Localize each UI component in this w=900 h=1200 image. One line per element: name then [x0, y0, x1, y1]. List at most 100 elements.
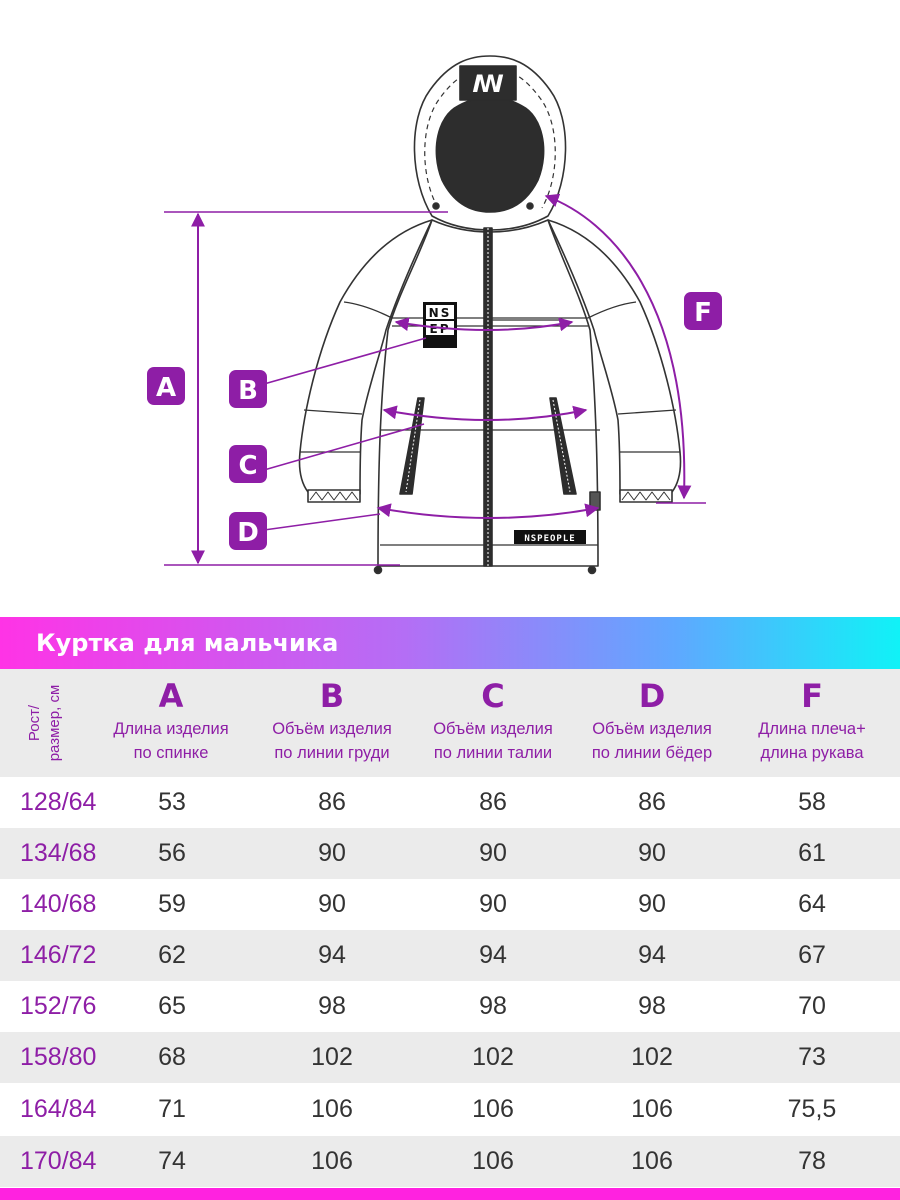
value-f-cell: 73 [798, 1043, 826, 1071]
value-f-cell: 70 [798, 992, 826, 1020]
table-row: 158/80 68 102 102 102 73 [0, 1032, 900, 1083]
value-c-cell: 90 [479, 890, 507, 918]
size-cell: 140/68 [20, 890, 97, 918]
size-cell: 134/68 [20, 839, 97, 867]
value-b-cell: 98 [318, 992, 346, 1020]
chest-patch: NS EP [423, 302, 457, 348]
measurement-lines [164, 193, 706, 566]
badge-c: C [229, 445, 267, 483]
column-letter: A [158, 677, 184, 715]
badge-b: B [229, 370, 267, 408]
badge-f: F [684, 292, 722, 330]
footer-stripe [0, 1188, 900, 1200]
value-f-cell: 58 [798, 788, 826, 816]
value-b-cell: 90 [318, 890, 346, 918]
badge-a: A [147, 367, 185, 405]
svg-text:A: A [156, 373, 176, 403]
title-banner: Куртка для мальчика [0, 617, 900, 669]
measure-f-line [544, 193, 692, 500]
hood-lining [435, 96, 545, 213]
value-f-cell: 67 [798, 941, 826, 969]
value-d-cell: 90 [638, 839, 666, 867]
column-header-a: A Длина изделия по спинке [86, 675, 256, 765]
column-desc-line1: Объём изделия [272, 720, 392, 738]
value-f-cell: 78 [798, 1147, 826, 1175]
column-letter: B [319, 677, 345, 715]
hood-top-stripe [459, 65, 517, 101]
value-f-cell: 61 [798, 839, 826, 867]
jacket-drawing: ꟿ [298, 55, 682, 575]
size-header-line2: размер, см [46, 684, 63, 762]
value-c-cell: 90 [479, 839, 507, 867]
measure-d-line [376, 503, 600, 519]
column-desc-line2: по линии груди [274, 744, 390, 762]
brand-tag-text: NSPEOPLE [524, 534, 575, 544]
column-desc-line1: Объём изделия [592, 720, 712, 738]
column-desc-line2: по линии талии [433, 744, 553, 762]
chest-patch-top: NS [429, 306, 452, 320]
value-a-cell: 65 [158, 992, 186, 1020]
value-b-cell: 94 [318, 941, 346, 969]
value-c-cell: 94 [479, 941, 507, 969]
size-cell: 170/84 [20, 1147, 97, 1175]
svg-text:D: D [237, 518, 259, 548]
table-row: 140/68 59 90 90 90 64 [0, 879, 900, 930]
value-d-cell: 94 [638, 941, 666, 969]
value-c-cell: 102 [472, 1043, 514, 1071]
jacket-diagram: ꟿ [147, 55, 722, 575]
svg-text:C: C [238, 451, 257, 481]
value-a-cell: 62 [158, 941, 186, 969]
column-desc-line2: по спинке [133, 744, 209, 762]
value-a-cell: 56 [158, 839, 186, 867]
value-f-cell: 75,5 [787, 1095, 837, 1123]
value-a-cell: 53 [158, 788, 186, 816]
value-c-cell: 106 [472, 1095, 514, 1123]
value-a-cell: 68 [158, 1043, 186, 1071]
size-cell: 146/72 [20, 941, 97, 969]
hood-logo-mark: ꟿ [472, 70, 504, 98]
table-row: 146/72 62 94 94 94 67 [0, 930, 900, 981]
column-desc-line1: Длина изделия [113, 720, 229, 738]
badge-d: D [229, 512, 267, 550]
column-desc-line1: Объём изделия [433, 720, 553, 738]
column-header-c: C Объём изделия по линии талии [408, 675, 578, 765]
brand-tag: NSPEOPLE [514, 530, 586, 544]
size-cell: 158/80 [20, 1043, 97, 1071]
svg-text:B: B [238, 376, 258, 406]
value-d-cell: 86 [638, 788, 666, 816]
size-cell: 152/76 [20, 992, 97, 1020]
value-d-cell: 106 [631, 1095, 673, 1123]
value-a-cell: 74 [158, 1147, 186, 1175]
value-a-cell: 59 [158, 890, 186, 918]
value-b-cell: 86 [318, 788, 346, 816]
column-letter: C [481, 677, 505, 715]
value-b-cell: 102 [311, 1043, 353, 1071]
value-b-cell: 106 [311, 1095, 353, 1123]
column-desc-line1: Длина плеча+ [758, 720, 866, 738]
left-pocket-zipper [399, 397, 425, 495]
table-row: 164/84 71 106 106 106 75,5 [0, 1084, 900, 1135]
value-f-cell: 64 [798, 890, 826, 918]
column-header-b: B Объём изделия по линии груди [247, 675, 417, 765]
column-desc-line2: по линии бёдер [591, 744, 713, 762]
table-row: 152/76 65 98 98 98 70 [0, 981, 900, 1032]
size-header-line1: Рост/ [26, 704, 43, 742]
value-d-cell: 98 [638, 992, 666, 1020]
value-c-cell: 86 [479, 788, 507, 816]
column-letter: D [638, 677, 666, 715]
size-cell: 128/64 [20, 788, 97, 816]
value-b-cell: 106 [311, 1147, 353, 1175]
value-b-cell: 90 [318, 839, 346, 867]
table-row: 170/84 74 106 106 106 78 [0, 1136, 900, 1187]
value-d-cell: 102 [631, 1043, 673, 1071]
column-header-f: F Длина плеча+ длина рукава [727, 675, 897, 765]
table-row: 134/68 56 90 90 90 61 [0, 828, 900, 879]
size-cell: 164/84 [20, 1095, 97, 1123]
column-header-d: D Объём изделия по линии бёдер [567, 675, 737, 765]
value-c-cell: 98 [479, 992, 507, 1020]
table-row: 128/64 53 86 86 86 58 [0, 777, 900, 828]
column-letter: F [801, 677, 823, 715]
value-a-cell: 71 [158, 1095, 186, 1123]
table-header [0, 669, 900, 777]
size-column-header: Рост/ размер, см [22, 674, 68, 772]
